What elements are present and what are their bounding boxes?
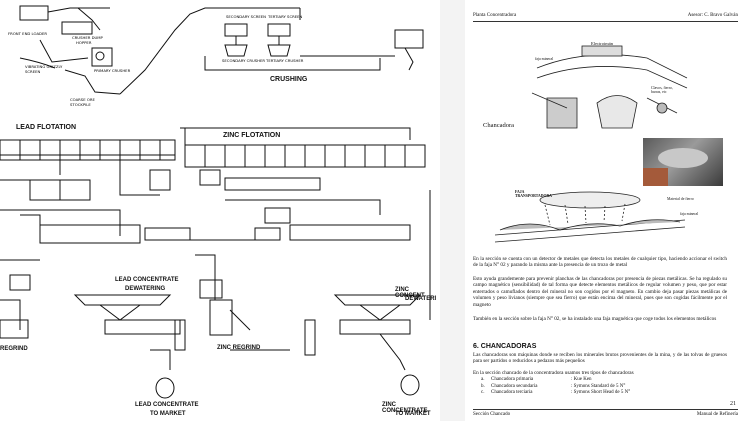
- coarse-ore-label: COARSE ORE STOCKPILE: [70, 97, 95, 107]
- tertiary-screen-label: TERTIARY SCREEN: [268, 14, 303, 19]
- tertiary-crusher-label: TERTIARY CRUSHER: [266, 58, 304, 63]
- flowsheet-diagram: [0, 5, 431, 399]
- lead-flotation-label: LEAD FLOTATION: [16, 124, 77, 131]
- hopper-label: HOPPER: [76, 40, 92, 45]
- lead-dewatering-label-1: LEAD CONCENTRATE: [115, 277, 179, 283]
- zinc-flotation-cells: [180, 127, 431, 320]
- faja-transportadora-label: FAJA TRANSPORTADORA: [515, 190, 552, 198]
- lead-dewatering-label-2: DEWATERING: [125, 286, 166, 292]
- footer-left: Sección Chancado: [473, 412, 511, 417]
- header-left: Planta Concentradora: [473, 13, 517, 18]
- list-item: a. Chancadora primaria : Kue Ken: [481, 377, 592, 382]
- paragraph-5: En la sección chancado de la concentrado…: [473, 370, 634, 376]
- clavos-label: Clavos, fierro, barras, etc: [651, 86, 673, 94]
- paragraph-2: Esto ayuda grandemente para prevenir pla…: [473, 276, 727, 308]
- page-number: 21: [730, 401, 736, 407]
- primary-crusher-label: PRIMARY CRUSHER: [94, 68, 131, 73]
- page-gap: [440, 0, 465, 421]
- magnetic-belt-figure: [494, 191, 686, 243]
- electroiman-label: Electroimán: [591, 41, 613, 46]
- footer-rule: [473, 409, 738, 410]
- crushing-section: [19, 5, 424, 95]
- footer-right: Manual de Refinería: [696, 412, 738, 417]
- material-ferroso-label: Material de fierro: [667, 197, 694, 201]
- zinc-concentrate-label-2: DEWATERI: [405, 296, 437, 302]
- front-end-loader-label: FRONT END LOADER: [8, 31, 48, 36]
- section-title: 6. CHANCADORAS: [473, 343, 537, 350]
- faja-mineral-label: faja mineral: [535, 57, 554, 61]
- crusher-photo: [643, 138, 723, 186]
- zinc-market-label-2: TO MARKET: [395, 411, 431, 417]
- secondary-screen-label: SECONDARY SCREEN: [226, 14, 267, 19]
- zinc-concentrate-label-1: ZINC CONCENT: [395, 287, 425, 299]
- zinc-market-label-1: ZINC CONCENTRATE: [382, 402, 428, 414]
- regrind-left-label: REGRIND: [0, 346, 28, 352]
- list-item: b. Chancadora secundaria : Symons Standa…: [481, 383, 626, 389]
- document-page: Planta Concentradora Asesor: C. Bravo Ga…: [465, 0, 750, 421]
- faja-mineral-2-label: faja mineral: [680, 212, 699, 216]
- dewatering-section: [73, 254, 422, 399]
- lead-market-label-1: LEAD CONCENTRATE: [135, 402, 199, 408]
- lead-market-label-2: TO MARKET: [150, 411, 186, 417]
- flowsheet-panel: CRUSHING LEAD FLOTATION ZINC FLOTATION L…: [0, 5, 437, 417]
- lead-flotation-cells: [0, 139, 191, 339]
- chancadora-caption: Chancadora: [483, 122, 515, 129]
- paragraph-1: En la sección se cuenta con un detector …: [473, 256, 727, 269]
- crusher-dump-label: CRUSHER DUMP: [72, 35, 103, 40]
- list-item: c. Chancadora terciaria : Symons Short H…: [481, 390, 631, 395]
- zinc-regrind-label: ZINC REGRIND: [217, 345, 261, 351]
- vibrating-grizzly-label: VIBRATING GRIZZLY SCREEN: [25, 64, 63, 74]
- secondary-crusher-label: SECONDARY CRUSHER: [222, 58, 266, 63]
- electromagnet-figure: [531, 45, 688, 129]
- header-right: Asesor: C. Bravo Galván: [687, 13, 738, 18]
- paragraph-3: También en la sección sobre la faja N° 0…: [473, 316, 717, 322]
- crushing-label: CRUSHING: [270, 76, 308, 83]
- crusher-list: a. Chancadora primaria : Kue Ken b. Chan…: [481, 377, 630, 397]
- header-rule: [473, 21, 738, 22]
- zinc-flotation-label: ZINC FLOTATION: [223, 132, 281, 139]
- paragraph-4: Las chancadoras son máquinas donde se re…: [473, 352, 727, 365]
